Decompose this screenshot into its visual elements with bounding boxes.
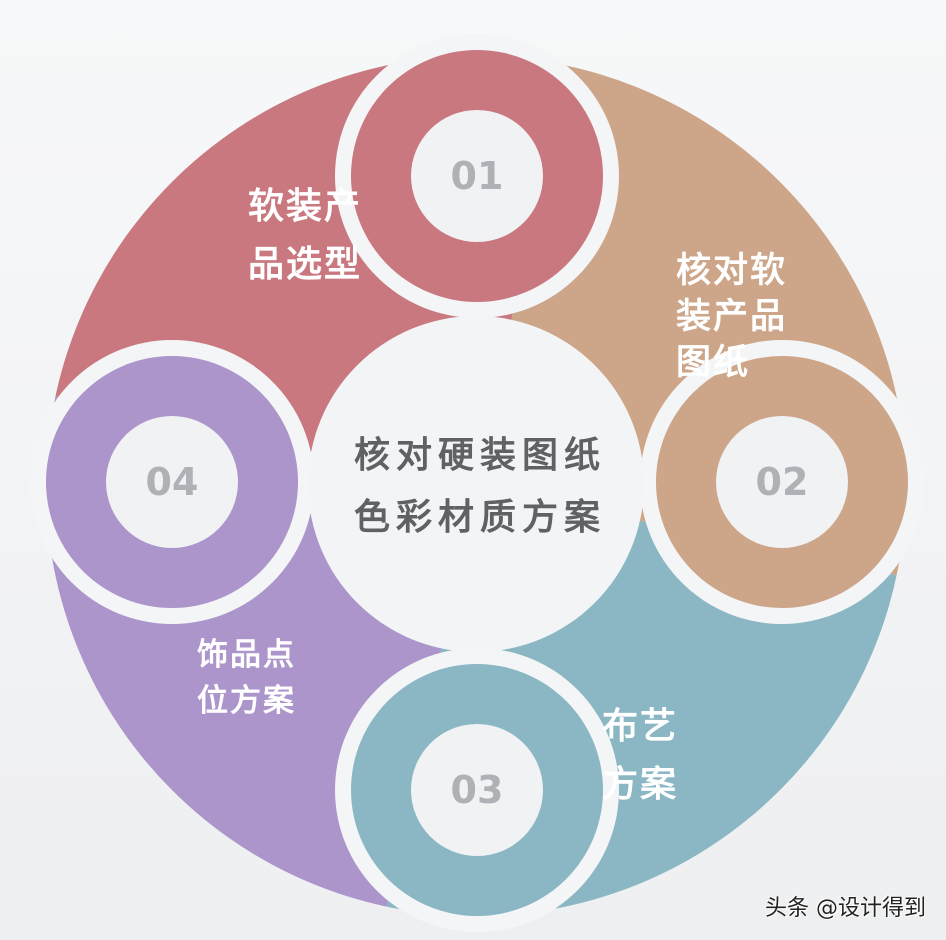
step-number-04: 04 [145, 460, 199, 504]
center-line-2: 色彩材质方案 [353, 497, 606, 538]
step-label-04: 饰品点 位方案 [197, 637, 296, 719]
watermark: 头条 @设计得到 [765, 896, 926, 921]
step-label-02: 核对软 装产品 图纸 [676, 251, 788, 383]
step-number-01: 01 [450, 154, 504, 198]
center-line-1: 核对硬装图纸 [353, 435, 606, 476]
step-number-02: 02 [755, 460, 809, 504]
center-disk [308, 316, 644, 652]
step-label-03: 布艺 方案 [602, 706, 679, 805]
step-number-03: 03 [450, 768, 504, 812]
step-label-01: 软装产 品选型 [248, 186, 363, 285]
center-title: 核对硬装图纸 色彩材质方案 [330, 425, 630, 549]
